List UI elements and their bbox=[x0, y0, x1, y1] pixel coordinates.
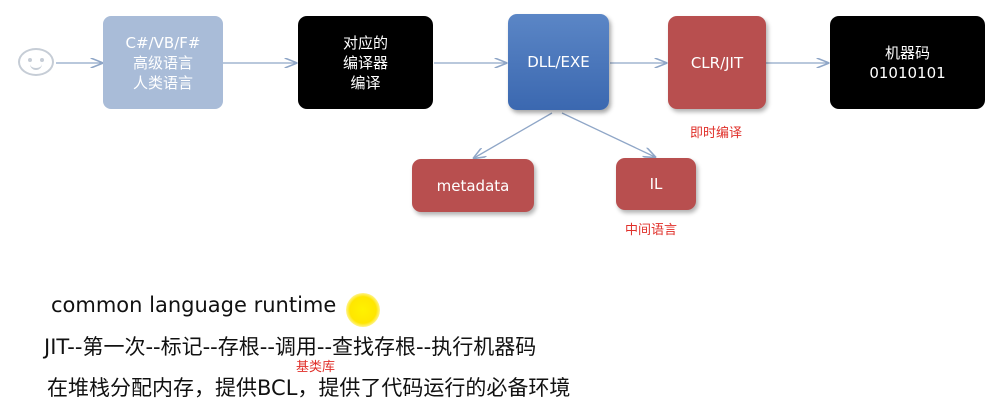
node-metadata: metadata bbox=[412, 159, 534, 212]
node-high-level-language: C#/VB/F# 高级语言 人类语言 bbox=[103, 16, 223, 109]
arrow-dll-to-il bbox=[561, 112, 655, 157]
note-line-clr: common language runtime bbox=[51, 293, 337, 317]
mouse-pointer-highlight bbox=[346, 293, 380, 327]
node-dll-exe: DLL/EXE bbox=[508, 14, 609, 110]
arrow-dll-to-metadata bbox=[474, 112, 553, 158]
caption-jit-compile: 即时编译 bbox=[690, 126, 743, 141]
node-machine-code: 机器码 01010101 bbox=[830, 16, 985, 109]
note-line-jit: JIT--第一次--标记--存根--调用--查找存根--执行机器码 bbox=[44, 335, 537, 359]
smiley-eye-left bbox=[28, 58, 32, 62]
smiley-eye-right bbox=[40, 58, 44, 62]
caption-base-class-library: 基类库 bbox=[296, 360, 336, 375]
smiley-mouth bbox=[30, 62, 42, 70]
caption-intermediate-language: 中间语言 bbox=[625, 223, 678, 238]
node-il: IL bbox=[616, 158, 696, 210]
node-clr-jit: CLR/JIT bbox=[668, 16, 766, 109]
node-compiler: 对应的 编译器 编译 bbox=[298, 16, 433, 109]
user-smiley-icon bbox=[18, 48, 54, 76]
note-line-bcl: 在堆栈分配内存，提供BCL，提供了代码运行的必备环境 bbox=[47, 376, 571, 400]
